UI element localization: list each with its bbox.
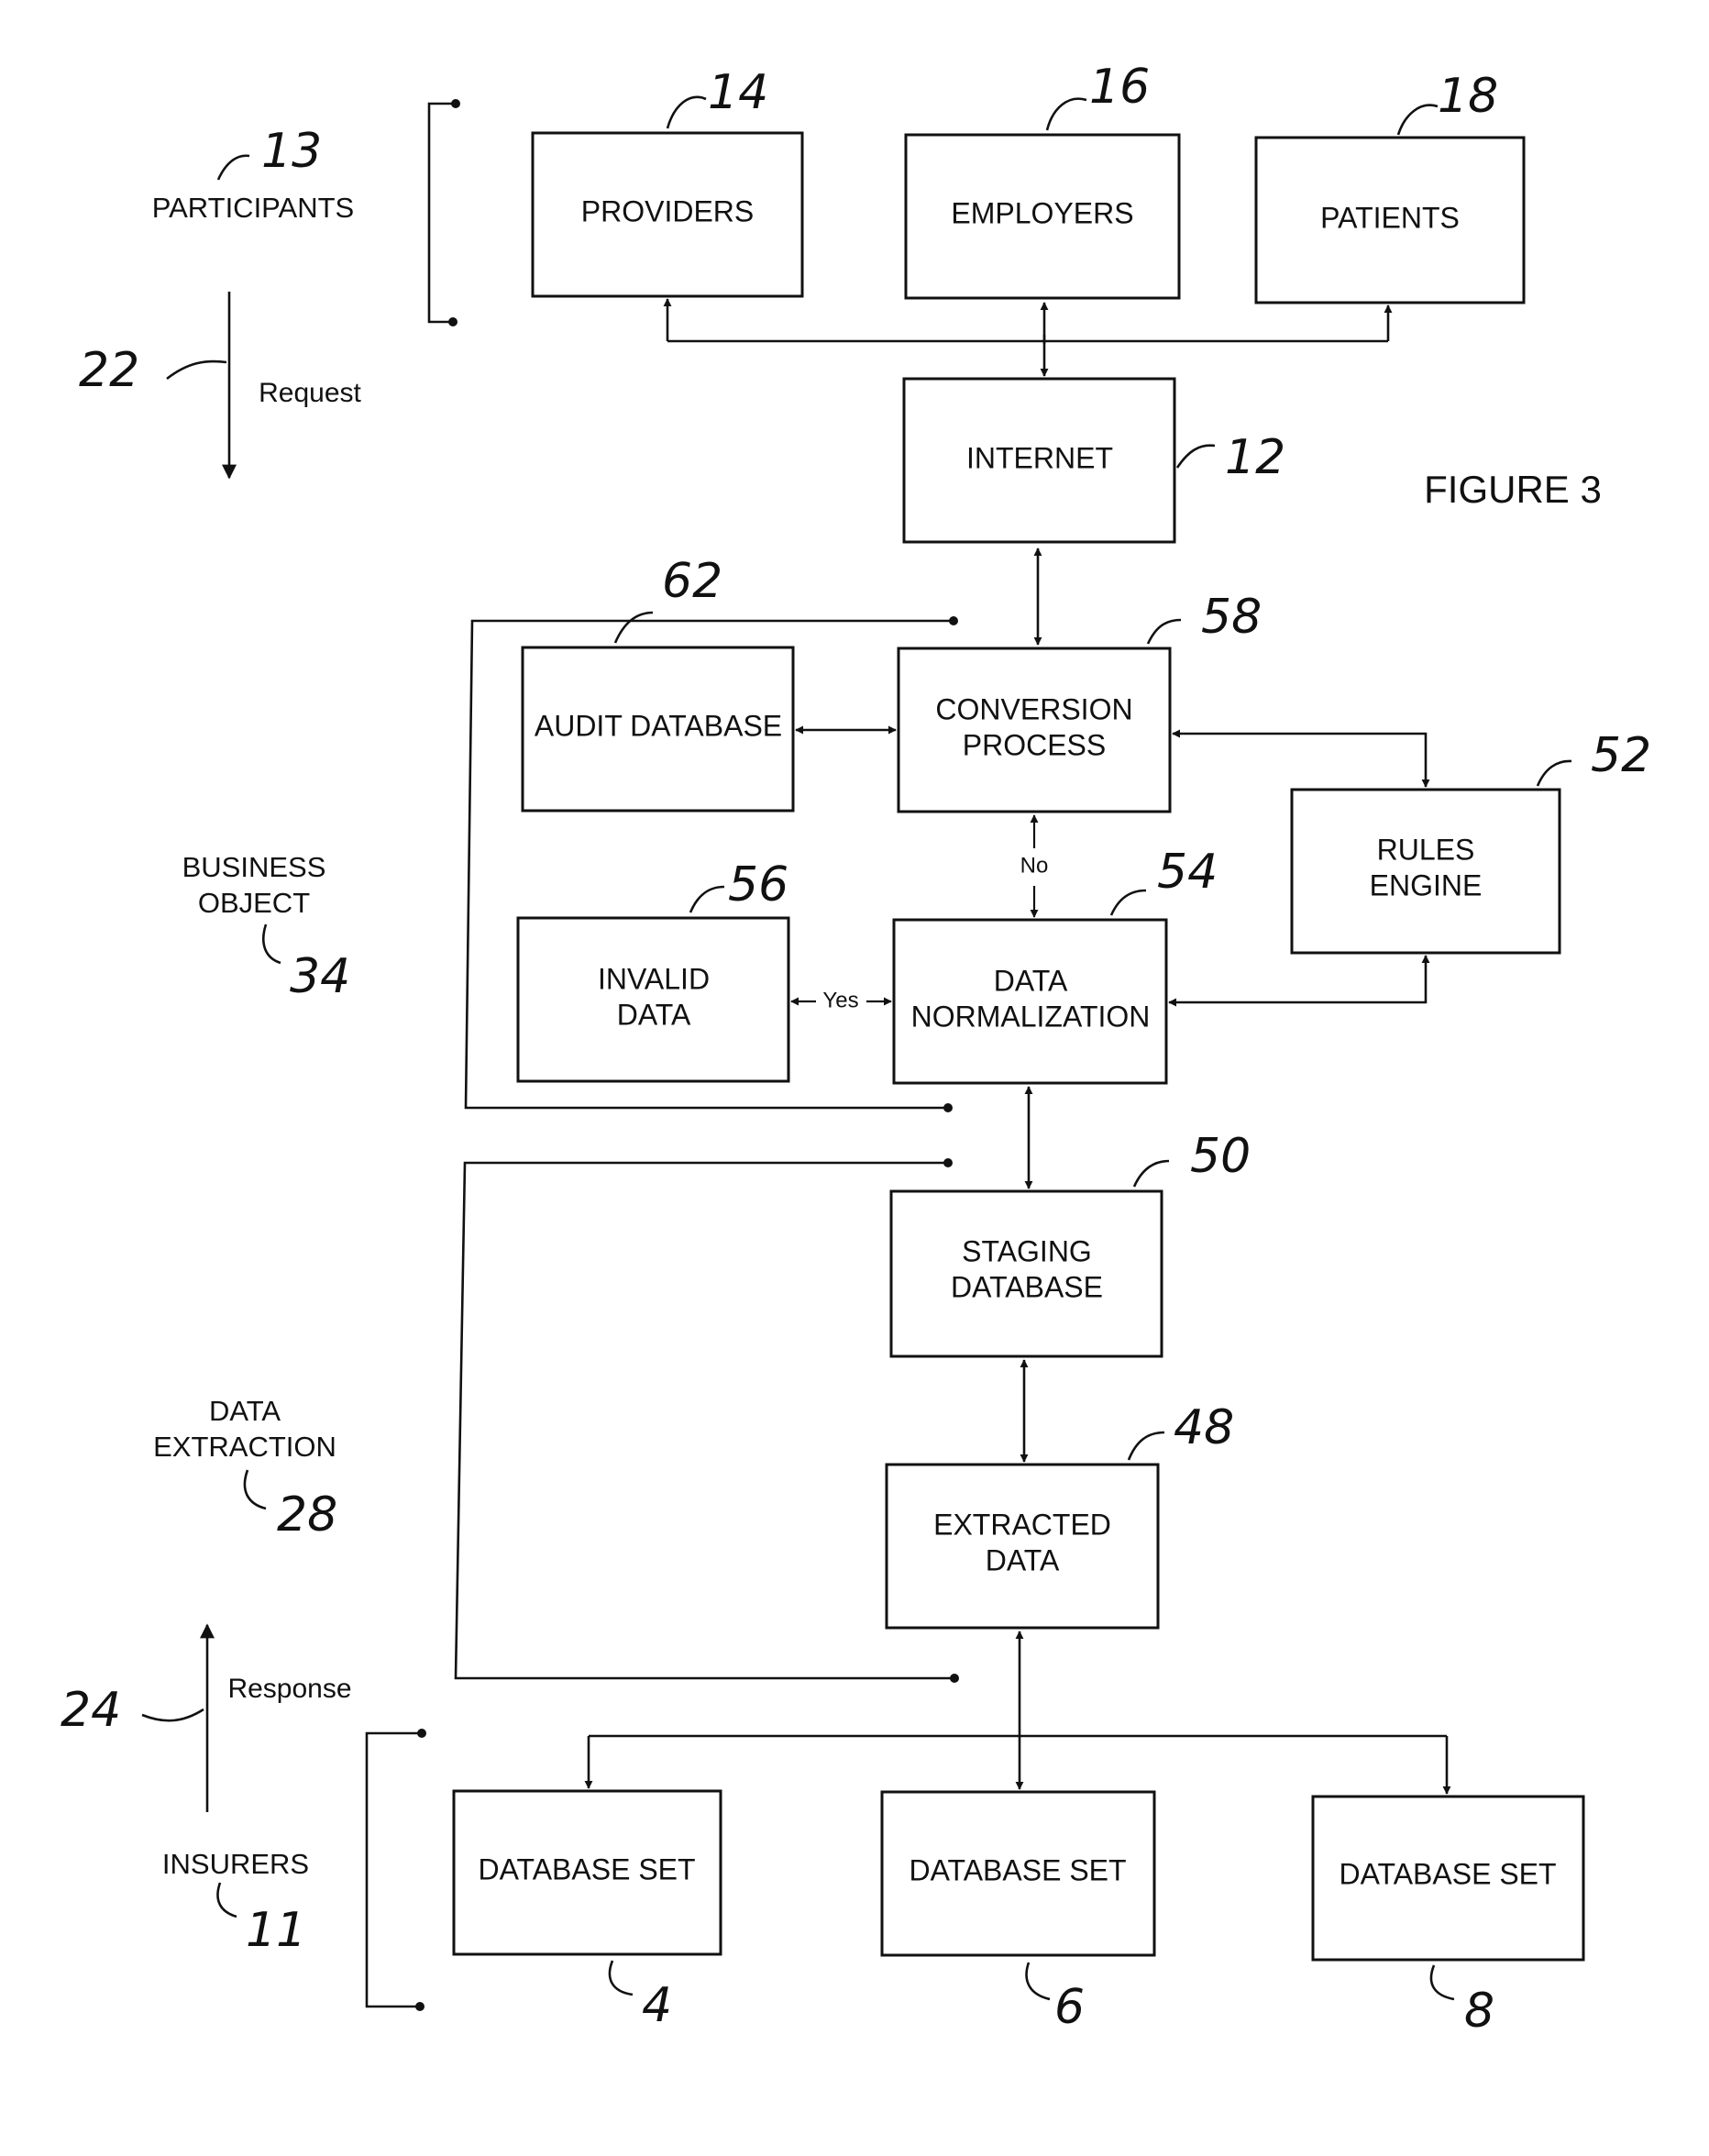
ref-18: 18 xyxy=(1398,69,1498,135)
database-set-2-label: DATABASE SET xyxy=(909,1853,1126,1886)
svg-text:34: 34 xyxy=(290,949,350,1004)
participants-connector xyxy=(667,299,1388,376)
svg-text:50: 50 xyxy=(1190,1129,1251,1184)
ref-12: 12 xyxy=(1177,430,1285,485)
rules-normalization-connector xyxy=(1169,956,1426,1002)
conversion-process-label-line1: CONVERSION xyxy=(935,692,1132,725)
employers-label: EMPLOYERS xyxy=(951,196,1133,229)
ref-8: 8 xyxy=(1431,1965,1494,2039)
database-set-1-box: DATABASE SET xyxy=(454,1791,721,1954)
invalid-data-label-line1: INVALID xyxy=(598,962,710,995)
svg-text:54: 54 xyxy=(1157,845,1218,900)
ref-24: 24 xyxy=(61,1683,204,1738)
svg-text:62: 62 xyxy=(662,554,722,609)
svg-text:4: 4 xyxy=(642,1978,672,2033)
ref-34: 34 xyxy=(263,924,350,1004)
rules-engine-box: RULES ENGINE xyxy=(1292,790,1560,953)
svg-text:48: 48 xyxy=(1174,1400,1234,1455)
data-normalization-label-line1: DATA xyxy=(994,964,1068,997)
business-object-label-line1: BUSINESS xyxy=(182,851,326,883)
extracted-data-label-line1: EXTRACTED xyxy=(933,1508,1111,1541)
ref-56: 56 xyxy=(690,857,788,912)
conversion-rules-connector xyxy=(1173,734,1426,787)
svg-text:52: 52 xyxy=(1591,728,1651,783)
conversion-normalization-no-arrow: No xyxy=(1020,815,1049,917)
providers-box: PROVIDERS xyxy=(533,133,802,296)
staging-database-label-line1: STAGING xyxy=(962,1234,1092,1267)
audit-database-box: AUDIT DATABASE xyxy=(523,647,793,811)
invalid-data-label-line2: DATA xyxy=(617,998,691,1031)
ref-22: 22 xyxy=(79,343,226,398)
rules-engine-label-line2: ENGINE xyxy=(1370,868,1483,901)
response-arrow: Response xyxy=(207,1625,352,1812)
database-set-3-box: DATABASE SET xyxy=(1313,1797,1583,1960)
patients-box: PATIENTS xyxy=(1256,138,1524,303)
ref-6: 6 xyxy=(1027,1963,1086,2035)
conversion-process-label-line2: PROCESS xyxy=(963,728,1106,761)
ref-62: 62 xyxy=(615,554,722,643)
svg-text:18: 18 xyxy=(1438,69,1498,124)
ref-16: 16 xyxy=(1047,60,1150,130)
svg-text:24: 24 xyxy=(61,1683,121,1738)
database-set-1-label: DATABASE SET xyxy=(478,1852,695,1885)
extracted-data-label-line2: DATA xyxy=(986,1543,1060,1576)
svg-text:11: 11 xyxy=(246,1903,306,1958)
svg-text:22: 22 xyxy=(79,343,139,398)
svg-text:58: 58 xyxy=(1201,590,1262,645)
patients-label: PATIENTS xyxy=(1320,201,1460,234)
participants-bracket xyxy=(429,99,460,326)
staging-database-box: STAGING DATABASE xyxy=(891,1191,1162,1356)
request-label: Request xyxy=(259,378,361,408)
request-arrow: Request xyxy=(229,292,362,478)
svg-text:56: 56 xyxy=(728,857,788,912)
svg-text:8: 8 xyxy=(1464,1984,1494,2039)
invalid-normalization-yes-arrow: Yes xyxy=(791,988,891,1012)
svg-text:6: 6 xyxy=(1054,1980,1085,2035)
ref-48: 48 xyxy=(1129,1400,1234,1460)
ref-28: 28 xyxy=(245,1470,337,1542)
employers-box: EMPLOYERS xyxy=(906,135,1179,298)
svg-text:16: 16 xyxy=(1089,60,1150,115)
database-set-2-box: DATABASE SET xyxy=(882,1792,1154,1955)
insurers-label: INSURERS xyxy=(162,1848,309,1880)
data-normalization-box: DATA NORMALIZATION xyxy=(894,920,1166,1083)
internet-label: INTERNET xyxy=(966,441,1113,474)
data-normalization-label-line2: NORMALIZATION xyxy=(911,1000,1151,1033)
ref-14: 14 xyxy=(667,65,768,128)
extracted-data-box: EXTRACTED DATA xyxy=(887,1465,1158,1628)
no-label: No xyxy=(1020,853,1049,878)
invalid-data-box: INVALID DATA xyxy=(518,918,788,1081)
ref-11: 11 xyxy=(217,1883,306,1958)
ref-13: 13 xyxy=(218,124,322,180)
ref-50: 50 xyxy=(1134,1129,1251,1187)
data-extraction-label-line1: DATA xyxy=(209,1395,281,1427)
data-extraction-bracket xyxy=(456,1158,959,1683)
ref-52: 52 xyxy=(1538,728,1651,786)
database-set-3-label: DATABASE SET xyxy=(1339,1857,1556,1890)
svg-text:28: 28 xyxy=(277,1487,337,1542)
business-object-label-line2: OBJECT xyxy=(198,887,310,919)
extracted-database-sets-connector xyxy=(589,1631,1447,1794)
internet-box: INTERNET xyxy=(904,379,1174,542)
ref-4: 4 xyxy=(610,1961,672,2033)
svg-text:14: 14 xyxy=(708,65,768,120)
data-extraction-label-line2: EXTRACTION xyxy=(153,1431,336,1463)
participants-label: PARTICIPANTS xyxy=(152,192,354,224)
svg-text:13: 13 xyxy=(261,124,322,179)
svg-text:12: 12 xyxy=(1225,430,1285,485)
response-label: Response xyxy=(227,1674,351,1704)
providers-label: PROVIDERS xyxy=(581,194,754,227)
staging-database-label-line2: DATABASE xyxy=(951,1270,1103,1303)
insurers-bracket xyxy=(367,1729,426,2011)
rules-engine-label-line1: RULES xyxy=(1377,833,1475,866)
yes-label: Yes xyxy=(822,988,858,1012)
conversion-process-box: CONVERSION PROCESS xyxy=(899,648,1170,812)
audit-database-label: AUDIT DATABASE xyxy=(535,709,782,742)
ref-54: 54 xyxy=(1111,845,1218,915)
figure-title: FIGURE 3 xyxy=(1424,468,1602,511)
ref-58: 58 xyxy=(1148,590,1262,645)
